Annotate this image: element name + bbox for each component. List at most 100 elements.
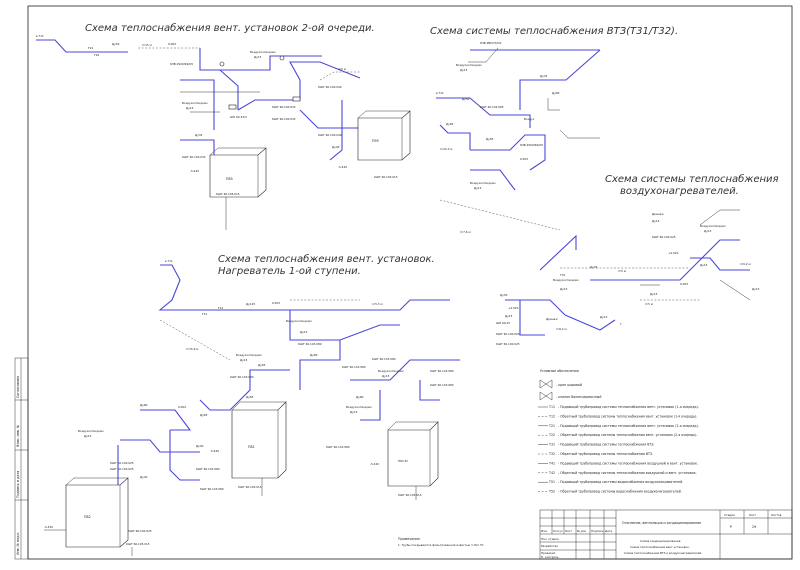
svg-text:КШТ 60.105.015: КШТ 60.105.015 [126, 542, 150, 546]
side-stamp: Инв. № подл. Подпись и дата Взам. инв. №… [14, 357, 29, 560]
svg-text:Воздухоотводчик: Воздухоотводчик [456, 63, 482, 67]
svg-text:- кран шаровой: - кран шаровой [556, 383, 582, 387]
legend-text: - Подающий трубопровод системы теплоснаб… [558, 443, 654, 447]
svg-text:Ду80: Ду80 [356, 395, 364, 399]
svg-text:Т22: Т22 [93, 53, 99, 57]
svg-text:КШТ 60.100.040: КШТ 60.100.040 [318, 85, 342, 89]
svg-text:0.003: 0.003 [520, 157, 528, 161]
svg-text:Ду40: Ду40 [196, 444, 204, 448]
svg-text:КЗВ-Р80/70/ОУ: КЗВ-Р80/70/ОУ [480, 41, 502, 45]
tb-row-check: Проверил [541, 551, 556, 555]
tb-header-cell: № док [577, 529, 586, 533]
svg-text:Ду65: Ду65 [200, 413, 208, 417]
svg-text:КШТ 60.105.015: КШТ 60.105.015 [398, 493, 422, 497]
legend-text: - Обратный трубопровод системы теплоснаб… [558, 433, 697, 437]
svg-text:Воздухоотводчик: Воздухоотводчик [182, 101, 208, 105]
svg-text:Ду15: Ду15 [300, 330, 308, 334]
svg-text:Ду50: Ду50 [500, 293, 508, 297]
legend-code: Т52 [548, 490, 555, 494]
svg-text:КШТ 60.103.080: КШТ 60.103.080 [372, 357, 396, 361]
svg-text:Ду15: Ду15 [600, 315, 608, 319]
svg-text:КШТ 60.100.025: КШТ 60.100.025 [496, 342, 520, 346]
svg-text:П81: П81 [248, 445, 255, 449]
svg-text:Ду15: Ду15 [186, 106, 194, 110]
svg-text:Воздухоотводчик: Воздухоотводчик [286, 319, 312, 323]
equipment-p82: П82 [65, 477, 129, 548]
legend-code: Т11 [548, 405, 555, 409]
tb-row-head: Нач. отдела [541, 537, 559, 541]
svg-text:Ду15: Ду15 [474, 186, 482, 190]
stamp-replace: Взам. инв. № [16, 424, 20, 447]
scheme-vtz: КЗВ-Р80/70/ОУ Воздухоотводчик Ду15 Ду32 … [436, 41, 601, 234]
svg-text:ШН 60-32/3: ШН 60-32/3 [230, 115, 247, 119]
svg-text:l=5 м: l=5 м [645, 302, 653, 306]
svg-text:0.002: 0.002 [168, 42, 176, 46]
svg-text:l=5 м: l=5 м [338, 67, 346, 71]
tb-row-dev: Разработал [541, 544, 558, 548]
svg-text:ШН 60-25: ШН 60-25 [496, 321, 510, 325]
svg-text:КШТ 60.100.025: КШТ 60.100.025 [110, 467, 134, 471]
tb-row-norm: Н. контроль [541, 555, 559, 559]
tb-header-cell: Изм. [541, 529, 548, 533]
svg-text:КШТ 60.105.015: КШТ 60.105.015 [374, 175, 398, 179]
svg-text:Т31: Т31 [559, 273, 565, 277]
svg-text:Дренаж: Дренаж [546, 317, 558, 321]
svg-text:+4,520: +4,520 [508, 306, 519, 310]
svg-text:Ду65: Ду65 [258, 363, 266, 367]
svg-text:КШТ 60.100.025: КШТ 60.100.025 [652, 235, 676, 239]
tb-sheet-h: Лист [749, 513, 756, 517]
svg-text:Ду32: Ду32 [195, 133, 203, 137]
legend-text: - Обратный трубопровод системы теплоснаб… [558, 471, 697, 475]
title-vent1-line1: Схема теплоснабжения вент. установок. [218, 253, 435, 265]
tb-desc-3: Схема теплоснабжения ВТЗ и воздухонагрев… [624, 551, 702, 555]
title-vtz: Схема системы теплоснабжения ВТЗ(Т31/Т32… [430, 25, 678, 37]
svg-text:Воздухоотводчик: Воздухоотводчик [378, 369, 404, 373]
tb-desc-2: Схема теплоснабжения вент.установок. [630, 545, 690, 549]
svg-text:КШТ 60.103.080: КШТ 60.103.080 [342, 365, 366, 369]
tb-header-cell: Лист [565, 529, 572, 533]
stamp-sign: Подпись и дата [16, 471, 20, 498]
equipment-p95: П95 [357, 110, 411, 161]
legend-text: - Подающий трубопровод системы теплоснаб… [558, 424, 699, 428]
scheme-vent1: в Т11 Т11 Т12 Ду125 0.003 l=5,3 м Ду80 К… [44, 259, 460, 556]
svg-text:Ду15: Ду15 [752, 287, 760, 291]
svg-text:П82: П82 [84, 515, 91, 519]
svg-text:Ду80: Ду80 [552, 91, 560, 95]
svg-text:КШТ 60.103.080: КШТ 60.103.080 [196, 467, 220, 471]
svg-text:l=24,3 м: l=24,3 м [440, 147, 452, 151]
svg-text:- клапан балансировочный: - клапан балансировочный [556, 395, 601, 399]
equipment-p85: П85 [209, 147, 267, 198]
svg-text:Ду15: Ду15 [382, 374, 390, 378]
svg-text:0.003: 0.003 [680, 282, 688, 286]
ball-valve-icon [539, 379, 553, 389]
legend-code: Т41 [548, 461, 555, 465]
sheet-frame [27, 5, 793, 560]
svg-text:Ду15: Ду15 [350, 410, 358, 414]
stamp-agreed: Согласовано [16, 376, 20, 398]
svg-text:Ду15: Ду15 [650, 292, 658, 296]
svg-text:КШТ 60.100.040: КШТ 60.100.040 [318, 133, 342, 137]
svg-text:Воздух: Воздух [524, 117, 535, 121]
svg-text:l=8,2 м: l=8,2 м [556, 327, 567, 331]
svg-text:Воздухоотводчик: Воздухоотводчик [78, 429, 104, 433]
svg-text:l=5,3 м: l=5,3 м [372, 302, 383, 306]
svg-text:КШТ 60.100.025: КШТ 60.100.025 [110, 461, 134, 465]
svg-text:КШТ 60.102.065: КШТ 60.102.065 [480, 105, 504, 109]
tb-header-cell: Дата [605, 529, 613, 533]
equipment-p833p: П83.3п [387, 421, 439, 487]
svg-text:КЗВ-Р100/69/ОУ: КЗВ-Р100/69/ОУ [170, 62, 193, 66]
svg-text:Т21: Т21 [87, 46, 93, 50]
svg-text:+4,520: +4,520 [668, 251, 679, 255]
svg-text:КШТ 60.103.080: КШТ 60.103.080 [326, 445, 350, 449]
svg-text:Ду40: Ду40 [332, 145, 340, 149]
svg-text:КШТ 60.100.025: КШТ 60.100.025 [496, 332, 520, 336]
svg-text:КШТ 60.103.080: КШТ 60.103.080 [430, 369, 454, 373]
svg-text:КШТ 60.100.032: КШТ 60.100.032 [272, 117, 296, 121]
label-in-t11: в Т11 [36, 34, 44, 38]
svg-text:Ду15: Ду15 [560, 287, 568, 291]
svg-text:0.003: 0.003 [272, 301, 280, 305]
svg-text:Воздухоотводчик: Воздухоотводчик [236, 353, 262, 357]
svg-text:Ду15: Ду15 [700, 263, 708, 267]
svg-text:Ду32: Ду32 [590, 265, 598, 269]
